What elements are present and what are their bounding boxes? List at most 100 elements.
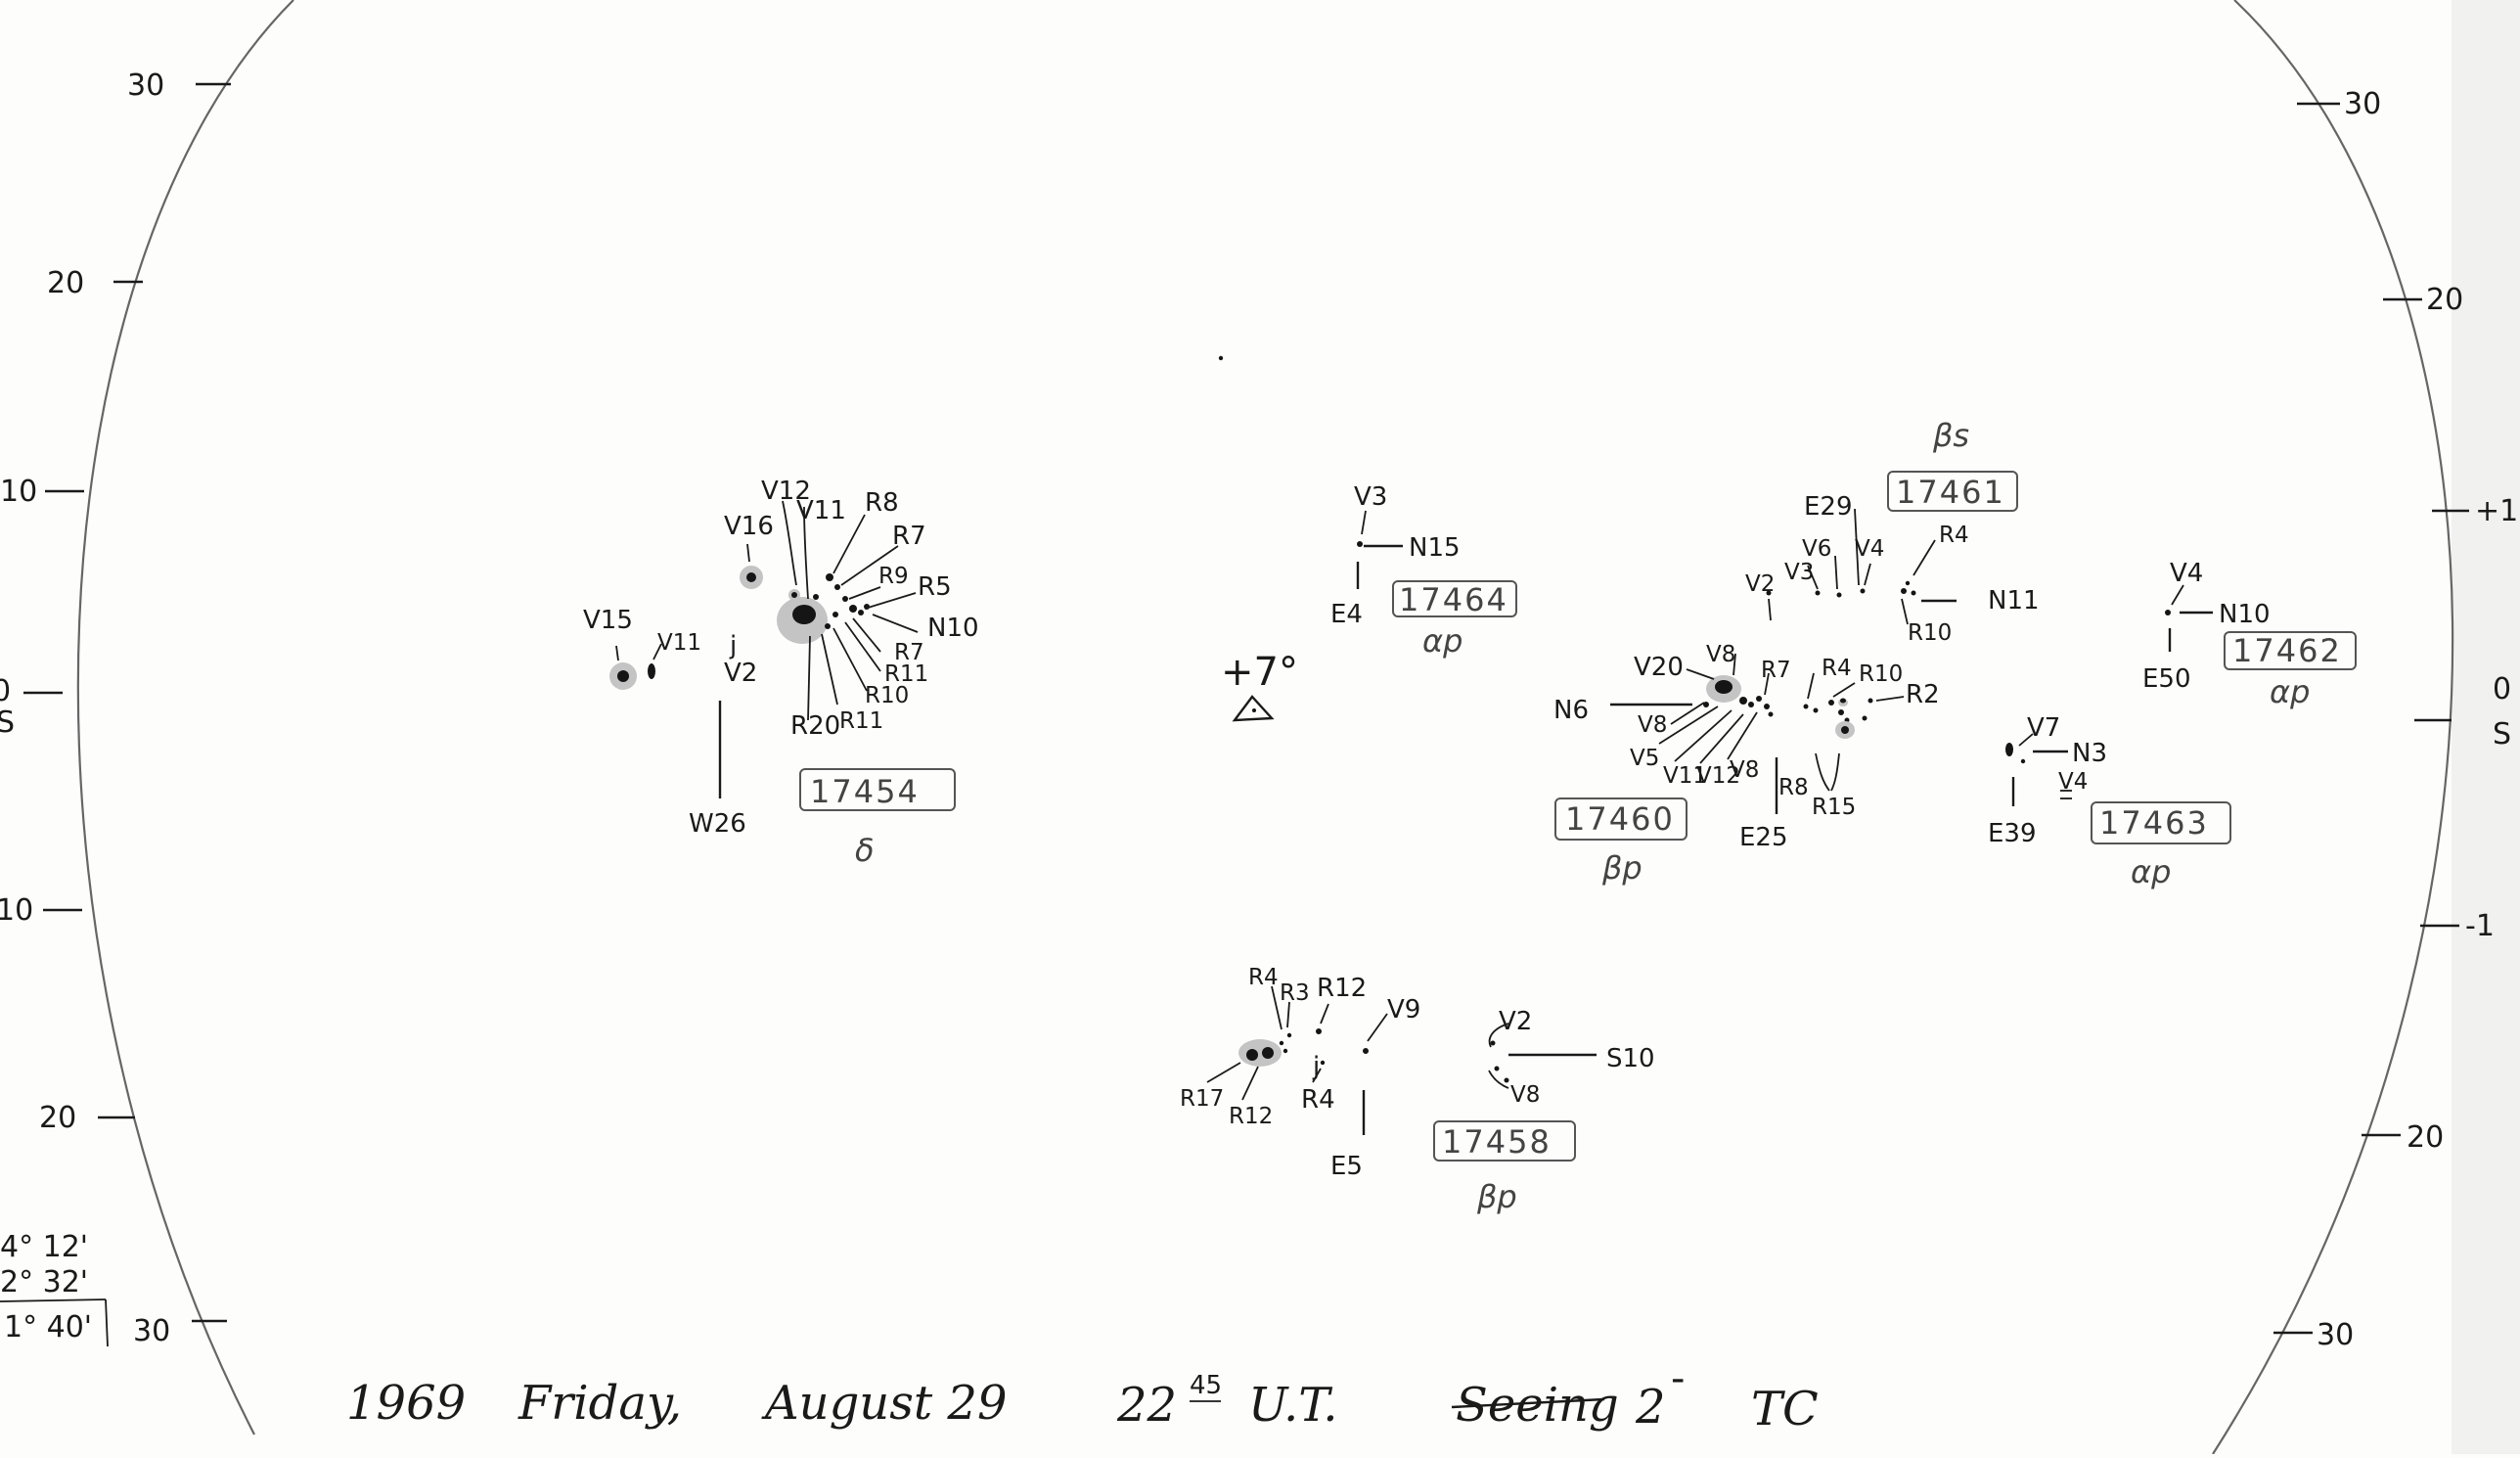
- caption-seeing-value: 2: [1635, 1380, 1666, 1435]
- right-tick-20n: 20: [2426, 283, 2463, 317]
- region-class: βp: [1601, 849, 1642, 887]
- right-latitude-scale: 30 20 +1 0 S -1 20 30: [2273, 87, 2518, 1352]
- right-tick-20s: 20: [2407, 1120, 2444, 1155]
- spot-label-r11a: R11: [884, 661, 928, 687]
- spot-label-n11: N11: [1988, 586, 2040, 615]
- caption-weekday: Friday,: [518, 1376, 682, 1431]
- right-tick-10s: -1: [2465, 909, 2495, 943]
- spot-label-v7: V7: [2027, 713, 2060, 743]
- spot-label-r9: R9: [878, 564, 909, 589]
- spot-label-v12: V12: [761, 477, 811, 506]
- spot-label-r7: R7: [1761, 658, 1791, 683]
- p-angle-value: 4° 12': [0, 1230, 88, 1264]
- spot-label-v5: V5: [1630, 746, 1659, 771]
- triangle-icon: [1232, 695, 1275, 722]
- spot-label-v11: V11: [1663, 763, 1707, 789]
- observation-caption: 1969 Friday, August 29 22 45 U.T. Seeing…: [346, 1356, 1819, 1436]
- center-marker: +7°: [1218, 355, 1298, 722]
- right-tick-s: S: [2493, 717, 2511, 752]
- b0-value: 2° 32': [0, 1265, 88, 1299]
- spot-label-v8a: V8: [1706, 642, 1735, 667]
- region-17462: V4 N10 E50 17462 αp: [2142, 559, 2357, 710]
- center-marker-label: +7°: [1221, 650, 1298, 695]
- caption-time-unit: U.T.: [1248, 1378, 1338, 1433]
- left-tick-20s: 20: [39, 1101, 76, 1135]
- spot-label-v20: V20: [1634, 653, 1684, 682]
- caption-minutes: 45: [1190, 1371, 1222, 1400]
- spot-label-v11a: V11: [657, 630, 701, 656]
- spot-label-r10: R10: [1908, 620, 1952, 646]
- orientation-notes: 4° 12' 2° 32' 1° 40': [0, 1230, 109, 1347]
- region-17464: V3 N15 E4 17464 αp: [1330, 482, 1517, 660]
- left-tick-20n: 20: [47, 266, 84, 300]
- spot-label-v3: V3: [1354, 482, 1387, 512]
- spot-label-v4: V4: [2058, 769, 2088, 795]
- spot-label-v16: V16: [724, 512, 774, 541]
- region-class: βs: [1932, 417, 1969, 454]
- right-tick-30n: 30: [2344, 87, 2381, 121]
- region-class: αp: [2131, 853, 2171, 890]
- region-class: αp: [2270, 673, 2310, 710]
- spot-label-n10: N10: [2219, 600, 2271, 629]
- spot-label-v2: V2: [1499, 1007, 1532, 1036]
- spot-label-r4: R4: [1822, 656, 1852, 681]
- region-17460: N6 V20 V8 V8 V5 V11 V12 V8 R7 R4 R10 R2 …: [1553, 642, 1940, 887]
- region-17458: R4 R3 R12 V9 V2 S10 V8 R17 R12 R4 j E5 1…: [1180, 965, 1655, 1215]
- spot-label-r17: R17: [1180, 1086, 1224, 1112]
- caption-seeing-suffix: -: [1671, 1356, 1685, 1401]
- spot-label-j: j: [729, 631, 737, 661]
- right-tick-30s: 30: [2317, 1318, 2354, 1352]
- spot-label-r12b: R12: [1229, 1104, 1273, 1129]
- spot-label-r10: R10: [865, 683, 909, 708]
- caption-hours: 22: [1116, 1378, 1177, 1433]
- spot-label-r2: R2: [1906, 680, 1940, 709]
- spot-label-v4: V4: [2170, 559, 2203, 588]
- region-17454: V15 V11 V16 V12 V11 R8 R7 R9 R5 N10 R7 R…: [583, 477, 979, 869]
- region-number: 17464: [1399, 581, 1508, 618]
- region-position: E50: [2142, 664, 2191, 694]
- limb-left: [76, 0, 294, 1435]
- right-tick-10n: +1: [2475, 494, 2518, 528]
- spot-label-n15: N15: [1409, 533, 1461, 563]
- caption-year: 1969: [346, 1376, 466, 1431]
- region-17463: V7 N3 V4 E39 17463 αp: [1988, 713, 2231, 890]
- region-class: δ: [855, 832, 875, 869]
- spot-label-r4: R4: [1939, 523, 1969, 548]
- region-number: 17460: [1565, 800, 1675, 838]
- spot-label-v2: V2: [724, 659, 757, 688]
- region-17461: V2 V3 V6 V4 R4 N11 R10 E29 17461 βs: [1745, 417, 2040, 646]
- spot-label-r15: R15: [1812, 795, 1856, 820]
- spot-label-r7a: R7: [892, 522, 926, 551]
- region-position: E4: [1330, 600, 1363, 629]
- region-position: E39: [1988, 819, 2037, 848]
- left-tick-30s: 30: [133, 1314, 170, 1348]
- spot-label-v8b: V8: [1638, 712, 1667, 738]
- region-position: W26: [689, 809, 746, 839]
- spot-label-r10: R10: [1859, 661, 1903, 687]
- left-tick-30n: 30: [127, 68, 164, 103]
- spot-label-r3: R3: [1280, 980, 1310, 1006]
- spot-label-r11b: R11: [839, 708, 883, 734]
- region-number: 17454: [810, 773, 920, 810]
- l0-value: 1° 40': [4, 1310, 92, 1344]
- spot-label-s10: S10: [1606, 1044, 1655, 1073]
- spot-label-v11b: V11: [796, 496, 846, 525]
- region-number: 17458: [1442, 1123, 1552, 1161]
- left-tick-10s: 10: [0, 893, 33, 928]
- left-latitude-scale: 30 20 10 0 S 10 20 30: [0, 68, 231, 1348]
- spot-label-n6: N6: [1553, 696, 1589, 725]
- spot-label-r4b: R4: [1301, 1085, 1335, 1115]
- spot-label-r5: R5: [918, 572, 952, 602]
- caption-date: August 29: [761, 1376, 1007, 1431]
- spot-label-v4: V4: [1855, 536, 1884, 562]
- region-position: E5: [1330, 1152, 1363, 1181]
- spot-label-r12a: R12: [1317, 974, 1367, 1003]
- spot-label-v9: V9: [1387, 995, 1420, 1025]
- right-tick-0: 0: [2493, 672, 2511, 706]
- left-tick-10n: 10: [0, 475, 37, 509]
- spot-label-n3: N3: [2072, 739, 2107, 768]
- caption-observer: TC: [1751, 1382, 1819, 1436]
- region-class: αp: [1422, 622, 1462, 660]
